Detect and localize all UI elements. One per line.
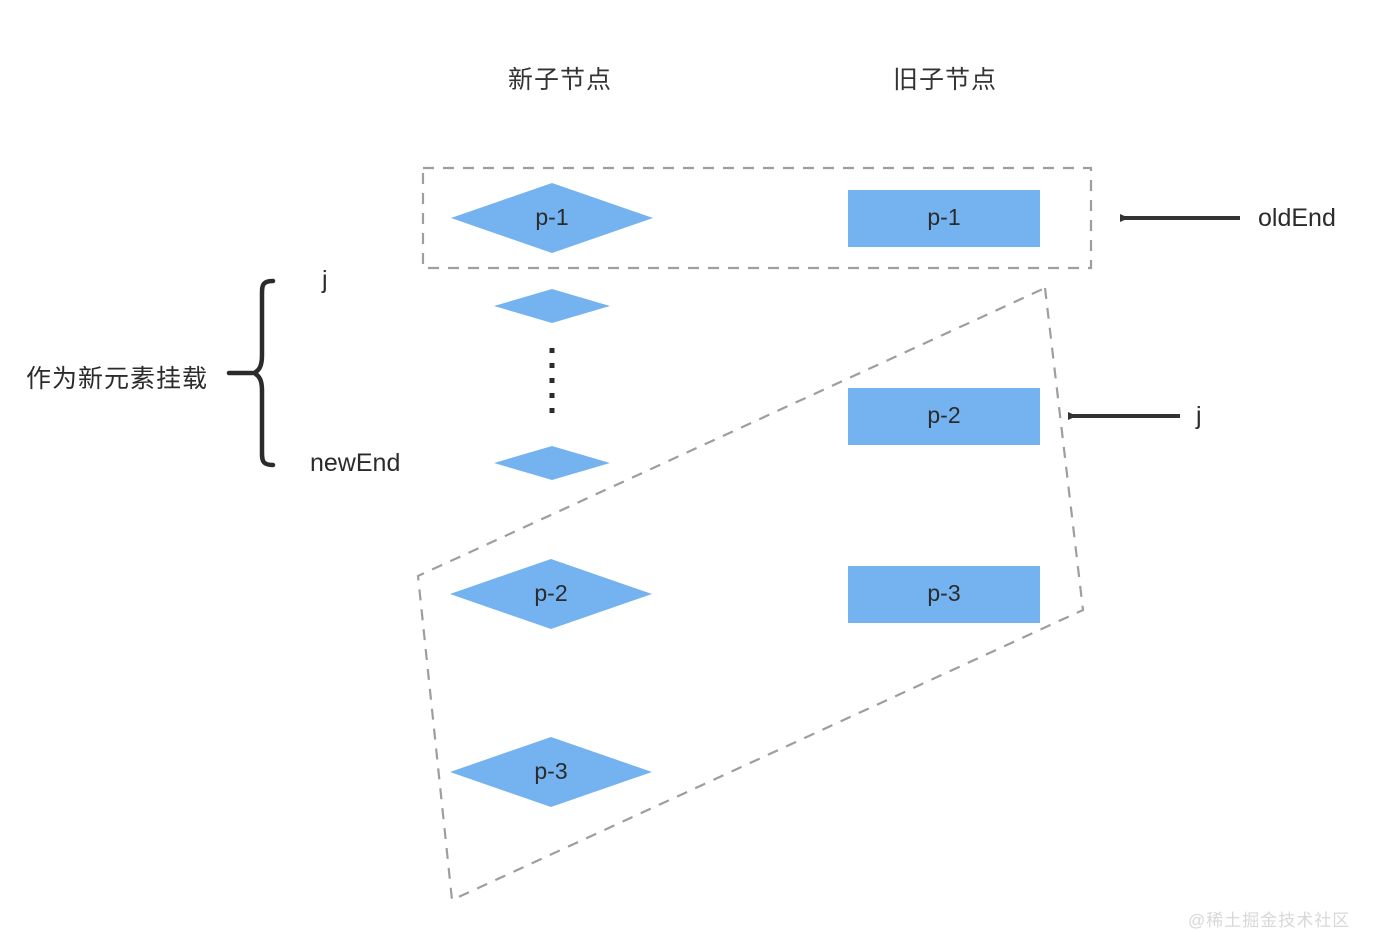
dashed-box-top-row	[421, 166, 1093, 270]
label-old-end: oldEnd	[1258, 204, 1336, 232]
new-node-placeholder-lower-diamond	[494, 446, 610, 480]
old-node-p-3-rect	[848, 566, 1040, 623]
new-node-p-2: p-2	[450, 559, 652, 629]
old-node-p-2-rect	[848, 388, 1040, 445]
new-node-p-1-diamond	[451, 183, 653, 253]
old-node-p-1: p-1	[848, 190, 1040, 247]
column-header-new-children: 新子节点	[507, 66, 612, 94]
watermark: @稀土掘金技术社区	[1188, 911, 1351, 930]
old-node-p-3-label: p-3	[927, 580, 960, 606]
old-node-p-1-rect	[848, 190, 1040, 247]
new-node-p-2-label: p-2	[534, 580, 567, 606]
old-node-p-1-label: p-1	[927, 204, 960, 230]
new-node-p-3-diamond	[450, 737, 652, 807]
new-node-p-3: p-3	[450, 737, 652, 807]
new-node-placeholder-upper-diamond	[494, 289, 610, 323]
column-header-old-children: 旧子节点	[892, 66, 997, 94]
new-node-p-2-diamond	[450, 559, 652, 629]
label-brace-top-j: j	[322, 266, 328, 294]
old-node-p-3: p-3	[848, 566, 1040, 623]
new-node-placeholder-lower	[494, 446, 610, 480]
label-mount-as-new-elements: 作为新元素挂载	[26, 365, 209, 393]
old-node-p-2: p-2	[848, 388, 1040, 445]
label-j-arrow: j	[1196, 402, 1202, 430]
new-node-p-3-label: p-3	[534, 758, 567, 784]
new-node-placeholder-upper	[494, 289, 610, 323]
old-node-p-2-label: p-2	[927, 402, 960, 428]
brace-new-mount	[251, 278, 276, 468]
new-node-p-1: p-1	[451, 183, 653, 253]
label-brace-bottom-new-end: newEnd	[310, 449, 401, 477]
new-node-p-1-label: p-1	[535, 204, 568, 230]
